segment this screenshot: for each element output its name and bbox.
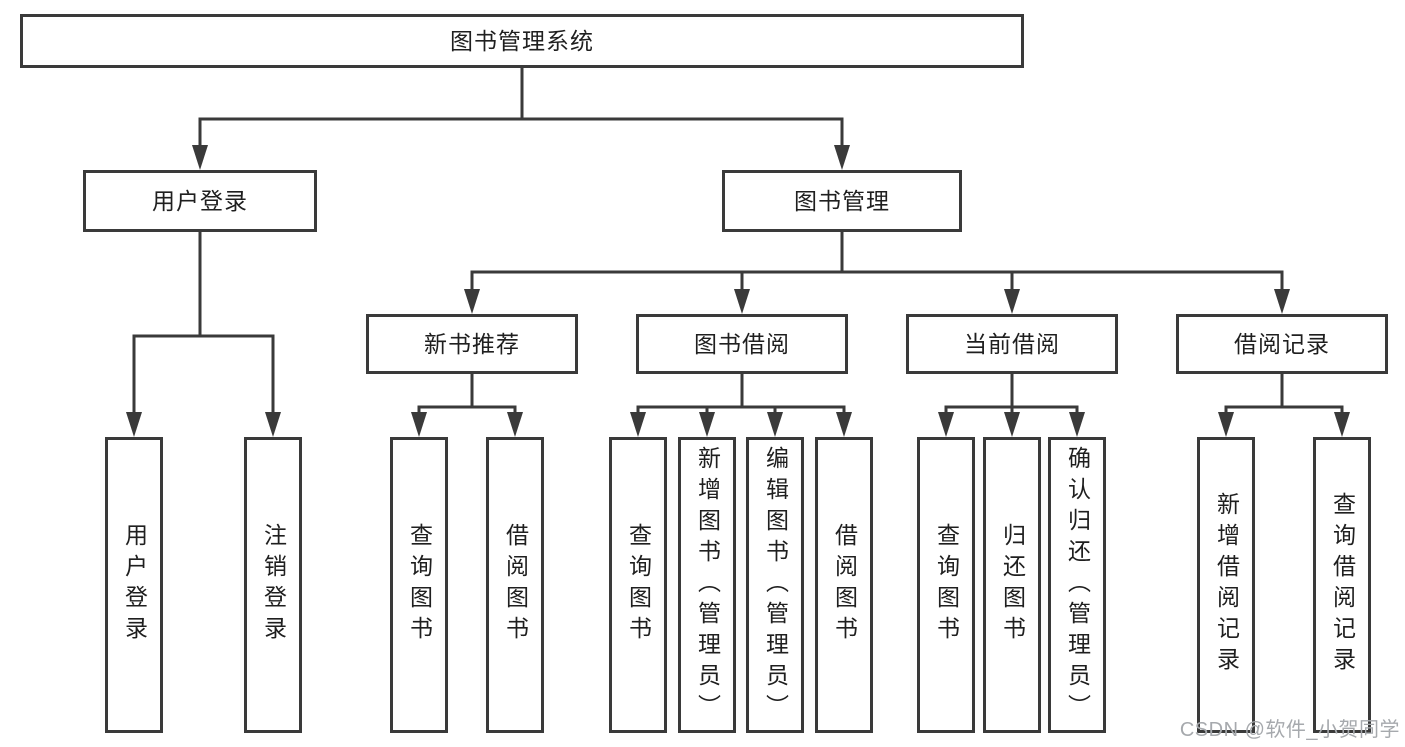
node-label: 借阅图书 [502,523,529,647]
node-label: 借阅记录 [1234,330,1330,357]
node-label: 图书管理 [794,187,890,214]
node-label: 新增借阅记录 [1213,492,1240,678]
node-book-management: 图书管理 [722,170,962,232]
node-library-management-system: 图书管理系统 [20,14,1024,68]
node-label: 新书推荐 [424,330,520,357]
node-label: 图书管理系统 [450,27,594,54]
leaf-query-books-borrow: 查询图书 [609,437,667,733]
node-new-book-recommend: 新书推荐 [366,314,578,374]
node-label: 图书借阅 [694,330,790,357]
leaf-add-book-admin: 新增图书（管理员） [678,437,736,733]
leaf-logout: 注销登录 [244,437,302,733]
leaf-confirm-return-admin: 确认归还（管理员） [1048,437,1106,733]
leaf-return-book: 归还图书 [983,437,1041,733]
node-label: 查询图书 [625,523,652,647]
csdn-watermark: CSDN @软件_小贺同学 [1179,719,1400,741]
node-label: 用户登录 [152,187,248,214]
node-label: 注销登录 [260,523,287,647]
node-user-login: 用户登录 [83,170,317,232]
leaf-borrow-books: 借阅图书 [815,437,873,733]
leaf-borrow-books-recommend: 借阅图书 [486,437,544,733]
node-label: 查询图书 [933,523,960,647]
leaf-query-books-current: 查询图书 [917,437,975,733]
leaf-edit-book-admin: 编辑图书（管理员） [746,437,804,733]
node-label: 用户登录 [121,523,148,647]
leaf-query-borrow-record: 查询借阅记录 [1313,437,1371,733]
node-label: 确认归还（管理员） [1064,445,1091,725]
leaf-user-login: 用户登录 [105,437,163,733]
node-label: 借阅图书 [831,523,858,647]
node-label: 归还图书 [999,523,1026,647]
node-label: 编辑图书（管理员） [762,445,789,725]
node-label: 当前借阅 [964,330,1060,357]
node-book-borrow: 图书借阅 [636,314,848,374]
leaf-query-books-recommend: 查询图书 [390,437,448,733]
node-current-borrow: 当前借阅 [906,314,1118,374]
leaf-add-borrow-record: 新增借阅记录 [1197,437,1255,733]
node-label: 查询借阅记录 [1329,492,1356,678]
node-borrow-records: 借阅记录 [1176,314,1388,374]
node-label: 查询图书 [406,523,433,647]
node-label: 新增图书（管理员） [694,445,721,725]
